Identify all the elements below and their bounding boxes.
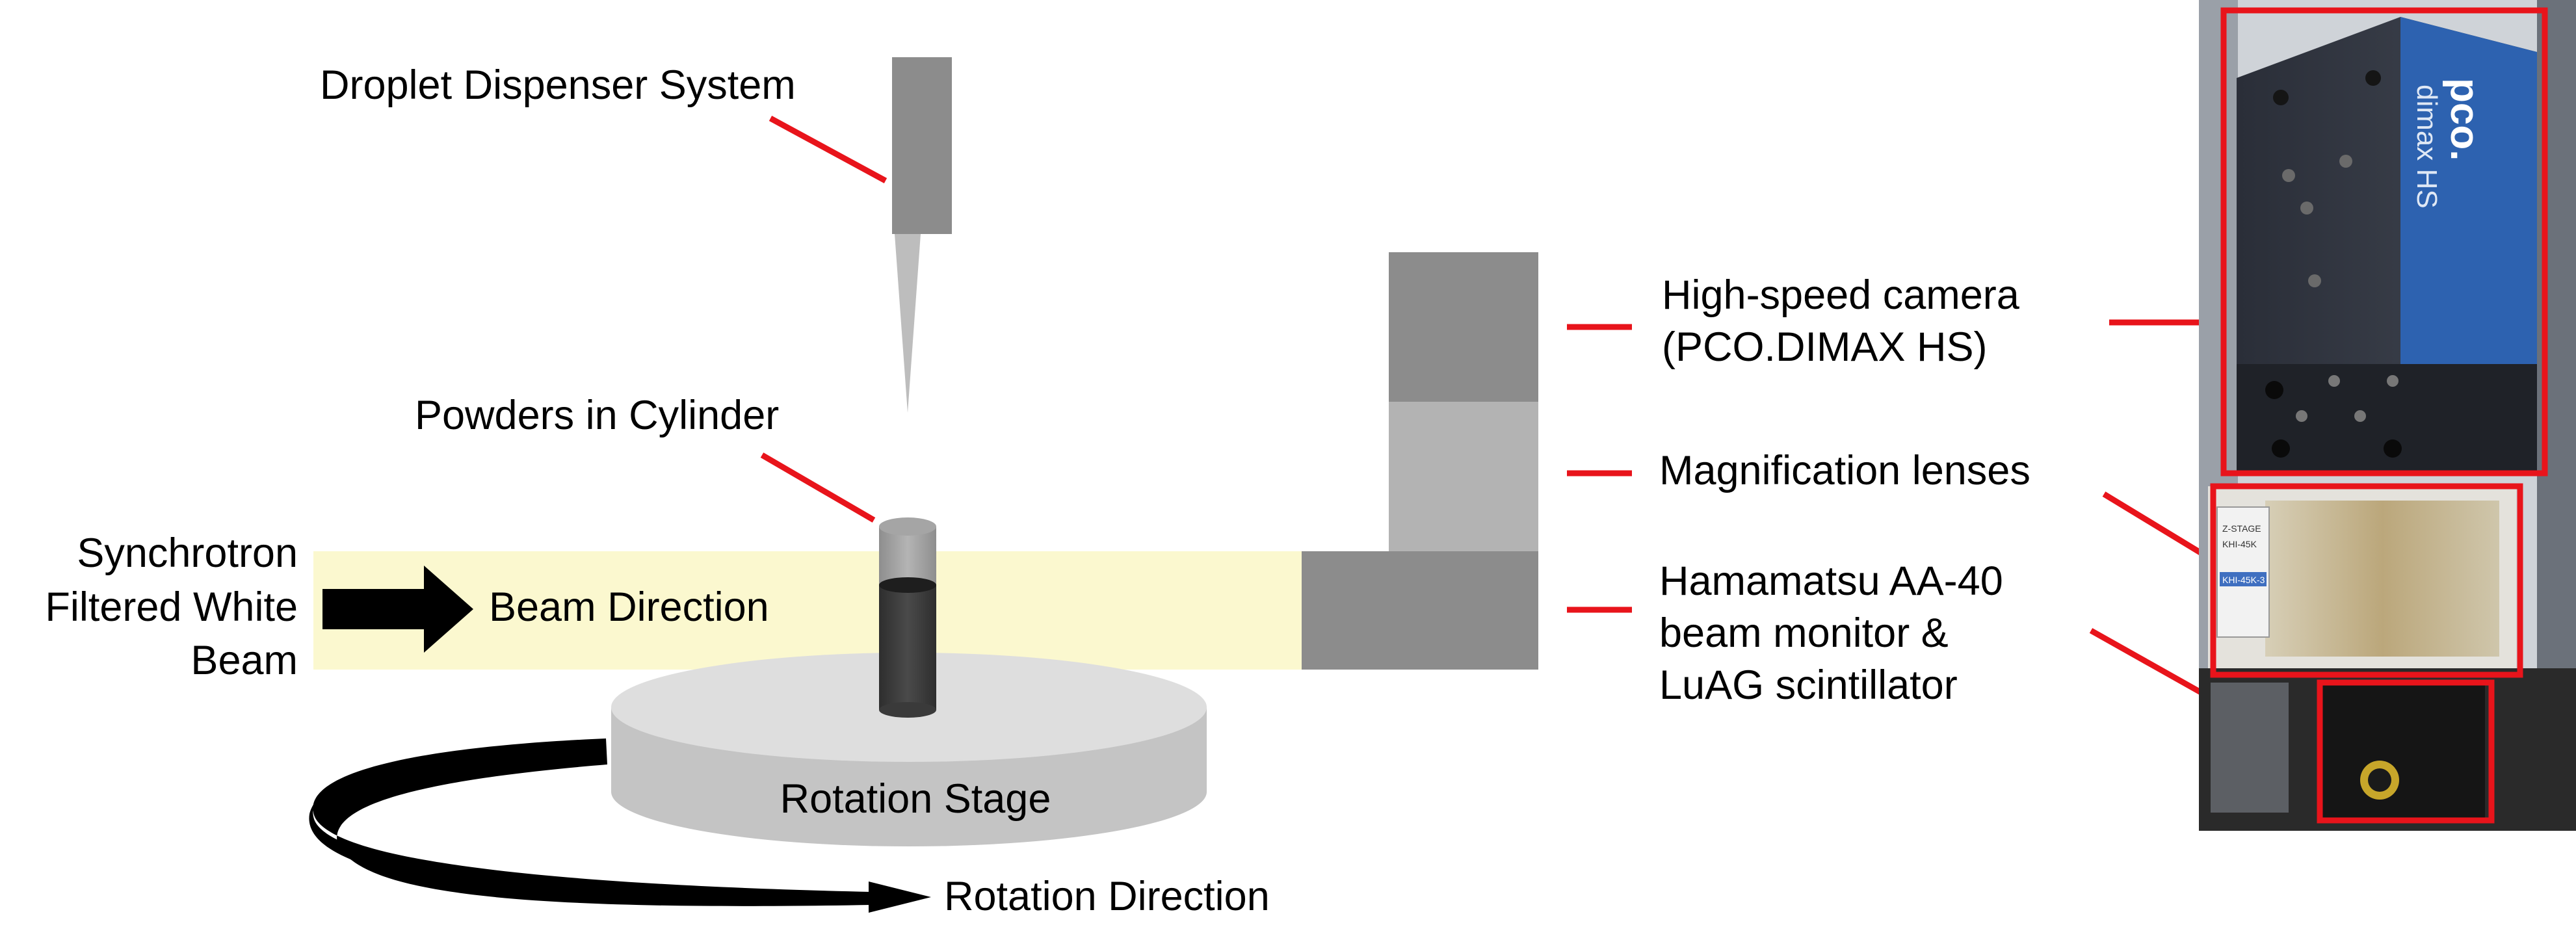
monitor-label-line1: Hamamatsu AA-40 (1659, 558, 2003, 604)
schematic-lens-block (1389, 402, 1538, 551)
photo-stage-code: KHI-45K (2222, 539, 2257, 549)
schematic-scintillator-block (1302, 551, 1538, 670)
monitor-label-line2: beam monitor & (1659, 610, 1949, 656)
cylinder-body-top (879, 527, 936, 585)
camera-label-line2: (PCO.DIMAX HS) (1662, 324, 1988, 370)
monitor-label-line3: LuAG scintillator (1659, 662, 1958, 708)
schematic-camera-block (1389, 252, 1538, 402)
beam-direction-label: Beam Direction (489, 584, 769, 630)
cylinder-top-cap (879, 517, 936, 536)
dispenser-callout-line (769, 116, 887, 183)
synchrotron-label-line1: Synchrotron (77, 530, 298, 576)
photo-lenses-box (2210, 483, 2523, 678)
photo-camera-brand: pco. (2442, 78, 2487, 161)
photo-camera-side (2400, 17, 2537, 364)
cylinder-powder-surface (879, 577, 936, 593)
rotation-direction-label: Rotation Direction (944, 874, 1270, 919)
cylinder-body-bottom (879, 585, 936, 710)
photo-camera-box (2220, 7, 2548, 477)
synchrotron-label-line3: Beam (191, 638, 298, 683)
rotation-stage-label: Rotation Stage (780, 776, 1051, 822)
dispenser-needle (895, 234, 921, 413)
photo-monitor-body (2317, 683, 2485, 820)
lenses-label: Magnification lenses (1659, 448, 2031, 493)
dispenser-label: Droplet Dispenser System (320, 62, 796, 108)
beam-arrow (322, 566, 473, 653)
cylinder-bottom-cap (879, 702, 936, 718)
photo-stage-label: Z-STAGE (2222, 523, 2261, 534)
dispenser-body (892, 57, 952, 234)
photo-stage-tag: KHI-45K-3 (2222, 575, 2265, 585)
photo-camera-model: dimax HS (2411, 85, 2443, 209)
photo-monitor-box (2317, 679, 2495, 824)
rotation-arrow-head (869, 881, 931, 913)
photo-lens-metal (2265, 501, 2499, 657)
beam-band (313, 551, 1302, 670)
synchrotron-label-line2: Filtered White (45, 584, 298, 630)
lenses-photo-callout (2102, 491, 2215, 563)
powders-label: Powders in Cylinder (415, 393, 779, 438)
camera-label-line1: High-speed camera (1662, 272, 2020, 318)
rotation-arc-thick (313, 738, 872, 906)
detector-photo: pco. dimax HS Z-STAGE KHI-45K KHI-45K-3 (2199, 0, 2576, 831)
powders-callout-line (760, 452, 876, 523)
